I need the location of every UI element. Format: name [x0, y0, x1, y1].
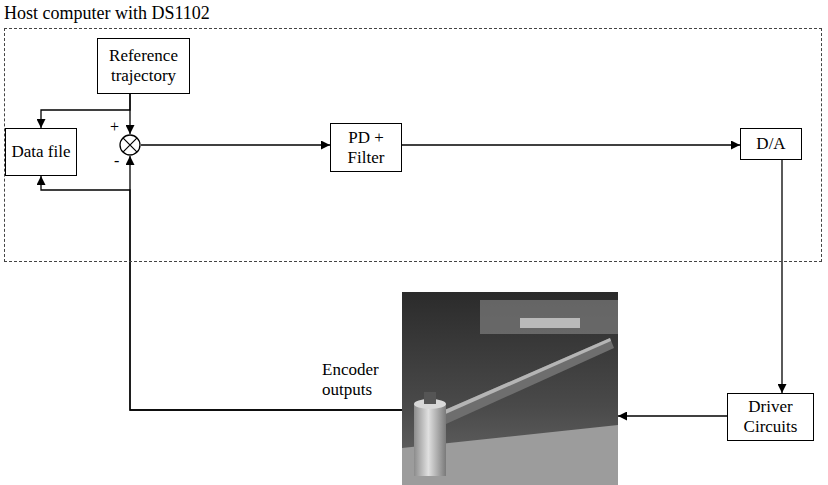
- region-heading: Host computer with DS1102: [4, 2, 210, 24]
- signal-arrow: [130, 156, 402, 410]
- process-box: PD + Filter: [330, 123, 402, 172]
- photo-background: [402, 292, 618, 485]
- signal-arrow: [41, 176, 402, 410]
- photo-highlight: [520, 318, 580, 328]
- process-box: D/A: [740, 128, 802, 160]
- process-box: Reference trajectory: [97, 38, 190, 94]
- box-label: Data file: [12, 142, 71, 162]
- signal-label: Encoder outputs: [322, 360, 398, 400]
- photo-hub: [424, 392, 436, 404]
- sign-label: +: [110, 118, 119, 136]
- summing-junction: +-: [119, 134, 141, 156]
- photo-beam-edge: [440, 338, 611, 416]
- summing-symbol: [119, 134, 141, 156]
- process-box: Data file: [5, 128, 77, 176]
- box-label: Reference trajectory: [103, 46, 184, 86]
- process-box: Driver Circuits: [727, 393, 814, 441]
- photo-motor: [414, 404, 446, 476]
- signal-arrow: [781, 160, 782, 393]
- junction-cross: [123, 138, 137, 152]
- host-computer-region: Host computer with DS1102Reference traje…: [4, 28, 822, 262]
- signal-arrow: [402, 144, 740, 145]
- photo-beam: [440, 338, 614, 424]
- box-label: D/A: [756, 134, 785, 154]
- signal-arrow: [141, 144, 330, 145]
- hardware-photo: Encoder outputs: [402, 292, 618, 485]
- box-label: Driver Circuits: [733, 397, 808, 437]
- sign-label: -: [114, 152, 119, 170]
- signal-arrow: [618, 415, 727, 416]
- junction-circle: [120, 135, 140, 155]
- photo-shelf: [480, 300, 618, 334]
- box-label: PD + Filter: [336, 128, 396, 168]
